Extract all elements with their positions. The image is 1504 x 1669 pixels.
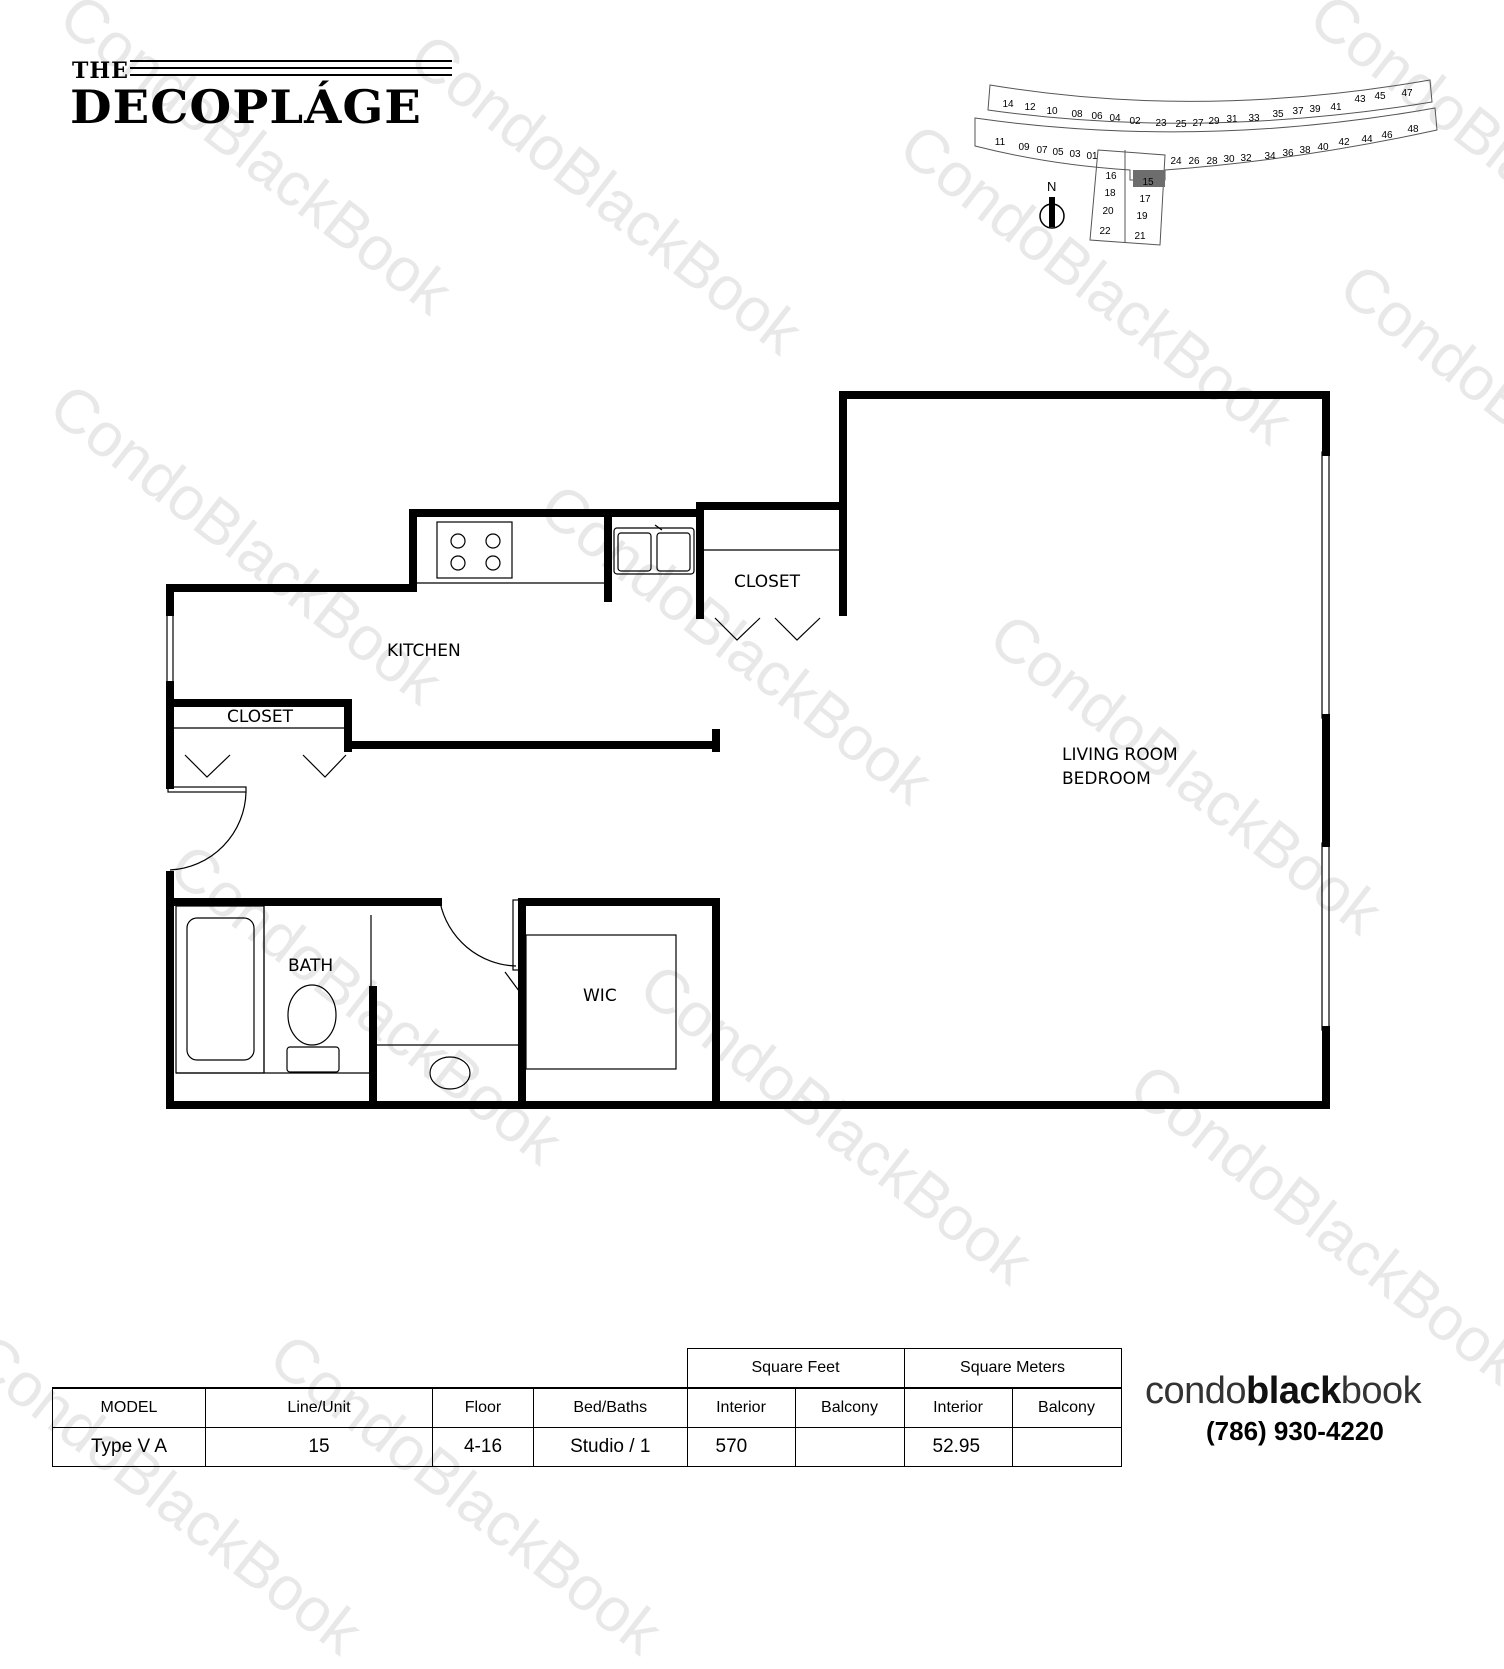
key-plan-unit-04: 04 [1109, 113, 1121, 124]
col-header: Interior [686, 1387, 796, 1428]
logo-line [130, 67, 452, 69]
key-plan-unit-42: 42 [1338, 137, 1350, 148]
key-plan-unit-37: 37 [1292, 106, 1304, 117]
floor-plan: 14 12 10 08 06 04 02 23 25 27 29 31 33 35 37 39 41 43 45 47… [166, 79, 1438, 1109]
room-label-kitchen: KITCHEN [387, 641, 461, 661]
room-label-bedroom: BEDROOM [1062, 769, 1151, 789]
key-plan-unit-48: 48 [1407, 124, 1419, 135]
cell-model: Type V A [52, 1427, 206, 1467]
north-label: N [1047, 179, 1056, 194]
room-label-closet: CLOSET [227, 707, 294, 727]
cell-sqm-balcony [1011, 1427, 1122, 1467]
key-plan-unit-15: 15 [1142, 177, 1154, 188]
key-plan-unit-36: 36 [1282, 148, 1294, 159]
key-plan-unit-01: 01 [1086, 151, 1098, 162]
cell-sqft-balcony [794, 1427, 905, 1467]
key-plan-unit-40: 40 [1317, 142, 1329, 153]
key-plan-unit-11: 11 [995, 137, 1006, 148]
key-plan-unit-32: 32 [1240, 153, 1252, 164]
outer-wall [696, 391, 1330, 619]
phone-number: (786) 930-4220 [1206, 1416, 1384, 1446]
col-header: Interior [903, 1387, 1013, 1428]
key-plan-unit-12: 12 [1024, 102, 1036, 113]
brand-logo: condoblackbook [1145, 1370, 1422, 1412]
key-plan-unit-18: 18 [1104, 188, 1116, 199]
key-plan-unit-09: 09 [1018, 142, 1030, 153]
key-plan-unit-47: 47 [1401, 88, 1413, 99]
logo-line [130, 60, 452, 62]
key-plan-unit-45: 45 [1374, 91, 1386, 102]
key-plan-unit-19: 19 [1136, 211, 1148, 222]
highlighted-unit [1133, 170, 1165, 187]
key-plan-unit-02: 02 [1129, 116, 1141, 127]
room-label-living-room: LIVING ROOM [1062, 745, 1178, 765]
cell-bed-baths: Studio / 1 [533, 1427, 688, 1467]
key-plan-unit-07: 07 [1036, 145, 1048, 156]
key-plan-unit-35: 35 [1272, 109, 1284, 120]
header-square-feet: Square Feet [686, 1348, 905, 1389]
key-plan-unit-23: 23 [1155, 118, 1167, 129]
key-plan-unit-10: 10 [1046, 106, 1058, 117]
cell-line-unit: 15 [205, 1427, 433, 1467]
cell-sqft-interior: 570 [686, 1427, 796, 1467]
key-plan-unit-08: 08 [1071, 109, 1083, 120]
key-plan-unit-06: 06 [1091, 111, 1103, 122]
col-header: Balcony [1011, 1387, 1122, 1428]
key-plan-unit-17: 17 [1139, 194, 1151, 205]
key-plan-unit-30: 30 [1223, 154, 1235, 165]
col-header: MODEL [52, 1387, 206, 1428]
key-plan-unit-41: 41 [1330, 102, 1342, 113]
logo-line [130, 74, 452, 76]
key-plan-unit-20: 20 [1102, 206, 1114, 217]
logo-title: DECOPLÁGE [70, 81, 422, 135]
key-plan-unit-34: 34 [1264, 151, 1276, 162]
key-plan-unit-44: 44 [1361, 134, 1373, 145]
key-plan-unit-31: 31 [1226, 114, 1238, 125]
col-header: Bed/Baths [533, 1387, 688, 1428]
key-plan-unit-28: 28 [1206, 156, 1218, 167]
key-plan-unit-46: 46 [1381, 130, 1393, 141]
logo-the: THE [72, 58, 129, 84]
key-plan-unit-24: 24 [1170, 156, 1182, 167]
key-plan-unit-29: 29 [1208, 116, 1220, 127]
cell-sqm-interior: 52.95 [903, 1427, 1013, 1467]
col-header: Balcony [794, 1387, 905, 1428]
key-plan-unit-27: 27 [1192, 118, 1204, 129]
key-plan-unit-03: 03 [1069, 149, 1081, 160]
key-plan-unit-38: 38 [1299, 145, 1311, 156]
unit-spec-table: Square Feet Square Meters MODEL Line/Uni… [52, 1348, 1122, 1467]
table-row: Type V A 15 4-16 Studio / 1 570 52.95 [52, 1427, 1122, 1467]
key-plan-unit-16: 16 [1105, 171, 1117, 182]
outer-wall [166, 509, 612, 616]
key-plan-unit-14: 14 [1002, 99, 1014, 110]
room-label-wic: WIC [583, 986, 617, 1006]
room-label-closet: CLOSET [734, 572, 801, 592]
col-header: Floor [432, 1387, 534, 1428]
room-label-bath: BATH [288, 956, 333, 976]
col-header: Line/Unit [205, 1387, 433, 1428]
key-plan-unit-05: 05 [1052, 147, 1064, 158]
key-plan-unit-39: 39 [1309, 104, 1321, 115]
key-plan-unit-25: 25 [1175, 119, 1187, 130]
header-square-meters: Square Meters [903, 1348, 1122, 1389]
key-plan: 14 12 10 08 06 04 02 23 25 27 29 31 33 35 37 39 41 43 45 47… [974, 79, 1438, 246]
key-plan-unit-21: 21 [1134, 231, 1146, 242]
key-plan-unit-33: 33 [1248, 113, 1260, 124]
cell-floor: 4-16 [432, 1427, 534, 1467]
key-plan-unit-22: 22 [1099, 226, 1111, 237]
key-plan-unit-26: 26 [1188, 156, 1200, 167]
key-plan-unit-43: 43 [1354, 94, 1366, 105]
